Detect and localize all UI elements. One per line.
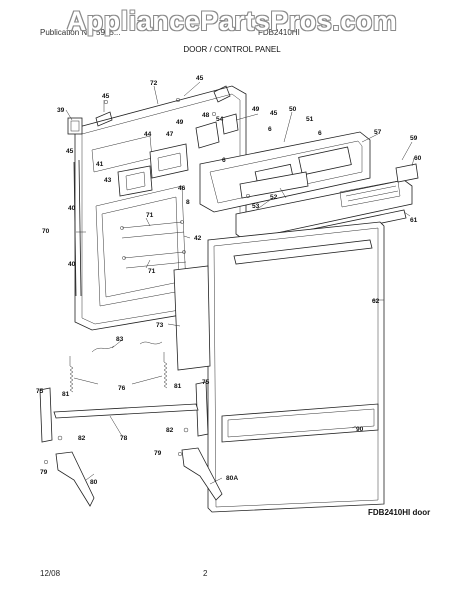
door-gasket xyxy=(73,159,82,297)
footer-date: 12/08 xyxy=(40,569,61,578)
callout-70: 70 xyxy=(42,228,50,235)
vent-bracket xyxy=(67,117,83,135)
callout-60: 60 xyxy=(414,155,422,162)
model-number: FDB2410HI xyxy=(258,28,300,37)
top-hinge-bracket xyxy=(213,85,231,103)
callout-82: 82 xyxy=(78,435,86,442)
callout-80a: 80A xyxy=(226,475,238,482)
callout-8: 8 xyxy=(186,199,190,206)
callout-54: 54 xyxy=(216,116,224,123)
callout-52: 52 xyxy=(270,194,278,201)
callout-73: 73 xyxy=(156,322,164,329)
door-latch xyxy=(195,121,220,149)
callout-40: 40 xyxy=(68,261,76,268)
callout-71: 71 xyxy=(146,212,154,219)
callout-39: 39 xyxy=(57,107,65,114)
callout-79: 79 xyxy=(154,450,162,457)
callout-49: 49 xyxy=(252,106,260,113)
door-springs xyxy=(69,352,168,393)
door-link-rod xyxy=(53,403,199,419)
callout-45: 45 xyxy=(270,110,278,117)
figure-id: FDB2410HI door xyxy=(368,508,431,517)
callout-61: 61 xyxy=(410,217,418,224)
callout-41: 41 xyxy=(96,161,104,168)
callout-42: 42 xyxy=(194,235,202,242)
callout-81: 81 xyxy=(174,383,182,390)
callout-45: 45 xyxy=(196,75,204,82)
end-cap-right xyxy=(395,163,419,183)
callout-49: 49 xyxy=(176,119,184,126)
callout-6: 6 xyxy=(318,130,322,137)
outer-door-panel xyxy=(207,221,385,513)
top-bracket xyxy=(95,111,113,127)
callout-59: 59 xyxy=(410,135,418,142)
callout-71: 71 xyxy=(148,268,156,275)
callout-47: 47 xyxy=(166,131,174,138)
callout-76: 76 xyxy=(118,385,126,392)
callout-82: 82 xyxy=(166,427,174,434)
callout-43: 43 xyxy=(104,177,112,184)
callout-45: 45 xyxy=(66,148,74,155)
page-number: 2 xyxy=(203,569,208,578)
callout-53: 53 xyxy=(252,203,260,210)
latch-switch xyxy=(221,113,239,135)
callout-45: 45 xyxy=(102,93,110,100)
callout-57: 57 xyxy=(374,129,382,136)
callout-81: 81 xyxy=(62,391,70,398)
callout-6: 6 xyxy=(222,157,226,164)
callout-78: 78 xyxy=(120,435,128,442)
door-cables xyxy=(91,341,163,353)
dispenser-assembly xyxy=(117,143,189,197)
callout-6: 6 xyxy=(268,126,272,133)
panel-brackets xyxy=(120,220,187,269)
callout-75: 75 xyxy=(36,388,44,395)
callout-46: 46 xyxy=(178,185,186,192)
door-liner-strip xyxy=(173,265,211,371)
callout-44: 44 xyxy=(144,131,152,138)
callout-72: 72 xyxy=(150,80,158,87)
callout-40: 40 xyxy=(68,205,76,212)
leader-lines xyxy=(65,81,415,485)
section-title: DOOR / CONTROL PANEL xyxy=(183,45,281,54)
touchpad-assembly xyxy=(239,171,309,199)
callout-75: 75 xyxy=(202,379,210,386)
callout-labels: 39 45 72 45 49 50 48 49 54 45 47 44 6 51… xyxy=(36,75,422,486)
callout-79: 79 xyxy=(40,469,48,476)
callout-62: 62 xyxy=(372,298,380,305)
left-hinge-arm xyxy=(39,387,95,507)
right-hinge-arm xyxy=(181,381,223,501)
publication-number: Publication No. 5995... xyxy=(40,28,121,37)
callout-90: 90 xyxy=(356,426,364,433)
callout-48: 48 xyxy=(202,112,210,119)
callout-83: 83 xyxy=(116,336,124,343)
callout-80: 80 xyxy=(90,479,98,486)
callout-51: 51 xyxy=(306,116,314,123)
callout-50: 50 xyxy=(289,106,297,113)
